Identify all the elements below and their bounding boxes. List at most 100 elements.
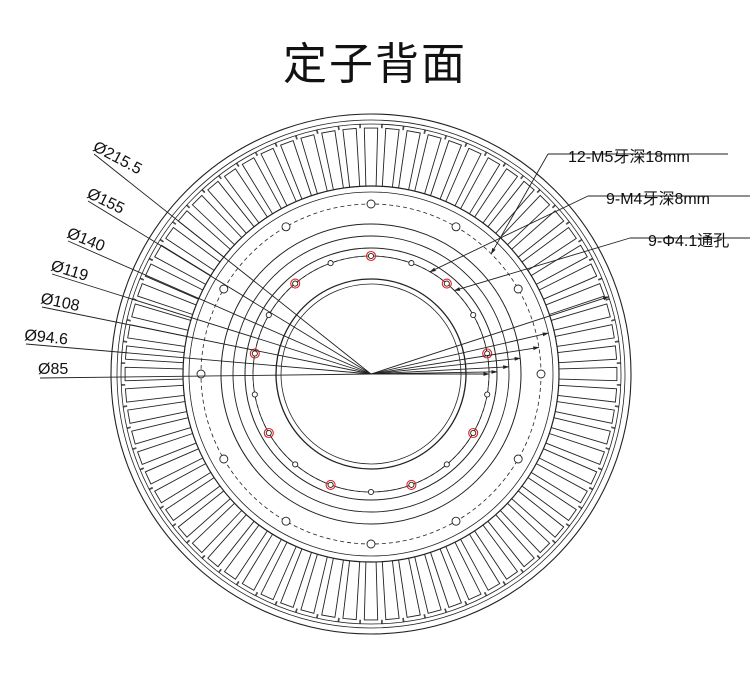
hole-callout-label: 9-Φ4.1通孔 — [648, 232, 729, 250]
inner-ring — [232, 235, 510, 513]
stator-slot — [551, 303, 611, 331]
stator-slot — [538, 448, 598, 485]
slot-tip — [132, 447, 145, 471]
dimension-line-end — [370, 332, 549, 375]
slot-tip — [126, 426, 137, 450]
slot-tip — [464, 142, 488, 157]
stator-slot — [207, 514, 255, 568]
stator-slot — [460, 533, 501, 591]
slot-tip — [444, 135, 468, 148]
m4-threaded-hole — [470, 311, 477, 319]
slot-tip — [423, 129, 447, 140]
stator-slot — [223, 168, 268, 224]
through-hole — [482, 348, 493, 359]
stator-slot — [191, 194, 243, 246]
stator-slot — [280, 140, 312, 200]
slot-tip — [172, 204, 191, 225]
stator-slot — [445, 147, 482, 207]
stator-slot — [124, 345, 185, 364]
m5-threaded-hole — [451, 222, 461, 232]
slot-tip — [483, 151, 506, 167]
stator-slot — [342, 560, 361, 621]
dimension-line — [67, 240, 372, 375]
stator-slot — [545, 283, 605, 315]
stator-slot — [144, 263, 204, 300]
m4-threaded-hole — [408, 260, 415, 267]
stator-slot — [538, 263, 598, 300]
stator-slot — [557, 384, 618, 403]
diameter-label: Ø108 — [39, 290, 81, 315]
dimension-line — [25, 343, 372, 375]
m5-threaded-hole — [281, 222, 291, 232]
slot-tip — [123, 319, 131, 343]
slot-tip — [611, 319, 619, 343]
slot-tip — [588, 257, 603, 281]
m4-threaded-hole — [484, 391, 491, 398]
slot-tip — [565, 221, 583, 243]
slot-tip — [316, 614, 340, 622]
slot-tip — [380, 617, 405, 624]
slot-tip — [565, 505, 583, 527]
inner-ring — [220, 223, 522, 525]
stator-slot — [414, 134, 442, 194]
stator-slot — [165, 226, 221, 271]
stator-slot — [241, 533, 282, 591]
slot-tip — [483, 581, 506, 597]
diameter-label: Ø155 — [84, 185, 127, 217]
slot-tip — [139, 257, 154, 281]
stator-slot — [499, 502, 551, 554]
dimension-line — [41, 306, 372, 375]
stator-slot — [154, 244, 212, 285]
drawing-title: 定子背面 — [283, 39, 467, 90]
m4-threaded-hole — [443, 461, 450, 468]
callout-leader — [490, 153, 549, 255]
slot-tip — [614, 383, 621, 408]
stator-slot — [321, 130, 344, 190]
slot-tip — [464, 591, 488, 606]
m5-threaded-hole — [281, 516, 291, 526]
stator-slot — [177, 490, 231, 538]
stator-slot — [445, 541, 482, 601]
m4-threaded-hole — [327, 481, 334, 488]
slot-tip — [616, 362, 621, 386]
slot-tip — [402, 126, 426, 134]
stator-slot — [137, 283, 197, 315]
m5-threaded-hole — [196, 369, 206, 379]
stator-slot — [530, 463, 588, 504]
stator-slot — [521, 477, 577, 522]
stator-slot — [144, 448, 204, 485]
slot-tip — [605, 426, 616, 450]
slot-tip — [402, 614, 426, 622]
m4-threaded-hole — [443, 280, 450, 287]
dimension-line — [51, 273, 372, 375]
stator-slot — [555, 324, 615, 347]
slot-tip — [236, 581, 259, 597]
slot-tip — [218, 162, 240, 180]
m5-threaded-hole — [219, 454, 229, 464]
m5-threaded-hole — [513, 284, 523, 294]
stator-slot — [430, 548, 462, 608]
stator-slot — [398, 558, 421, 618]
slot-tip — [536, 189, 556, 209]
callout-leader — [429, 195, 589, 273]
stator-slot — [223, 524, 268, 580]
stator-slot — [280, 548, 312, 608]
slot-tip — [201, 554, 222, 573]
stator-slot — [414, 554, 442, 614]
callout-leader — [453, 237, 631, 292]
dimension-line — [39, 373, 372, 379]
m4-threaded-hole — [327, 260, 334, 267]
slot-tip — [121, 340, 128, 365]
dimension-line-end — [370, 346, 540, 375]
stator-slot — [207, 180, 255, 234]
diameter-label: Ø94.6 — [24, 327, 69, 348]
slot-tip — [121, 383, 128, 408]
stator-slot — [300, 134, 328, 194]
through-hole — [468, 427, 479, 439]
stator-slot — [381, 560, 400, 621]
stator-slot — [131, 303, 191, 331]
stator-slot — [460, 157, 501, 215]
m5-threaded-hole — [451, 516, 461, 526]
diameter-label: Ø140 — [65, 225, 108, 255]
slot-tip — [359, 619, 383, 624]
